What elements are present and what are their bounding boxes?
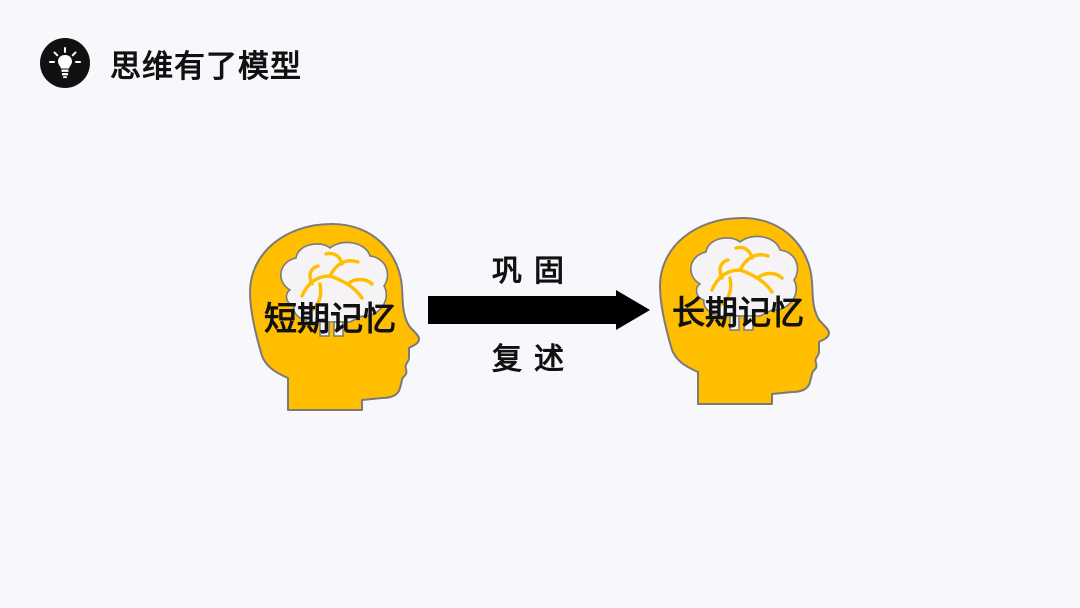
edge-label-top: 巩固 [492, 254, 576, 289]
target-node-label: 长期记忆 [672, 293, 804, 332]
page-title: 思维有了模型 [110, 48, 302, 85]
lightbulb-icon [40, 38, 90, 88]
header: 思维有了模型 [40, 38, 302, 88]
source-node-label: 短期记忆 [264, 299, 396, 338]
right-arrow-icon [428, 290, 650, 330]
edge-label-bottom: 复述 [492, 342, 576, 377]
